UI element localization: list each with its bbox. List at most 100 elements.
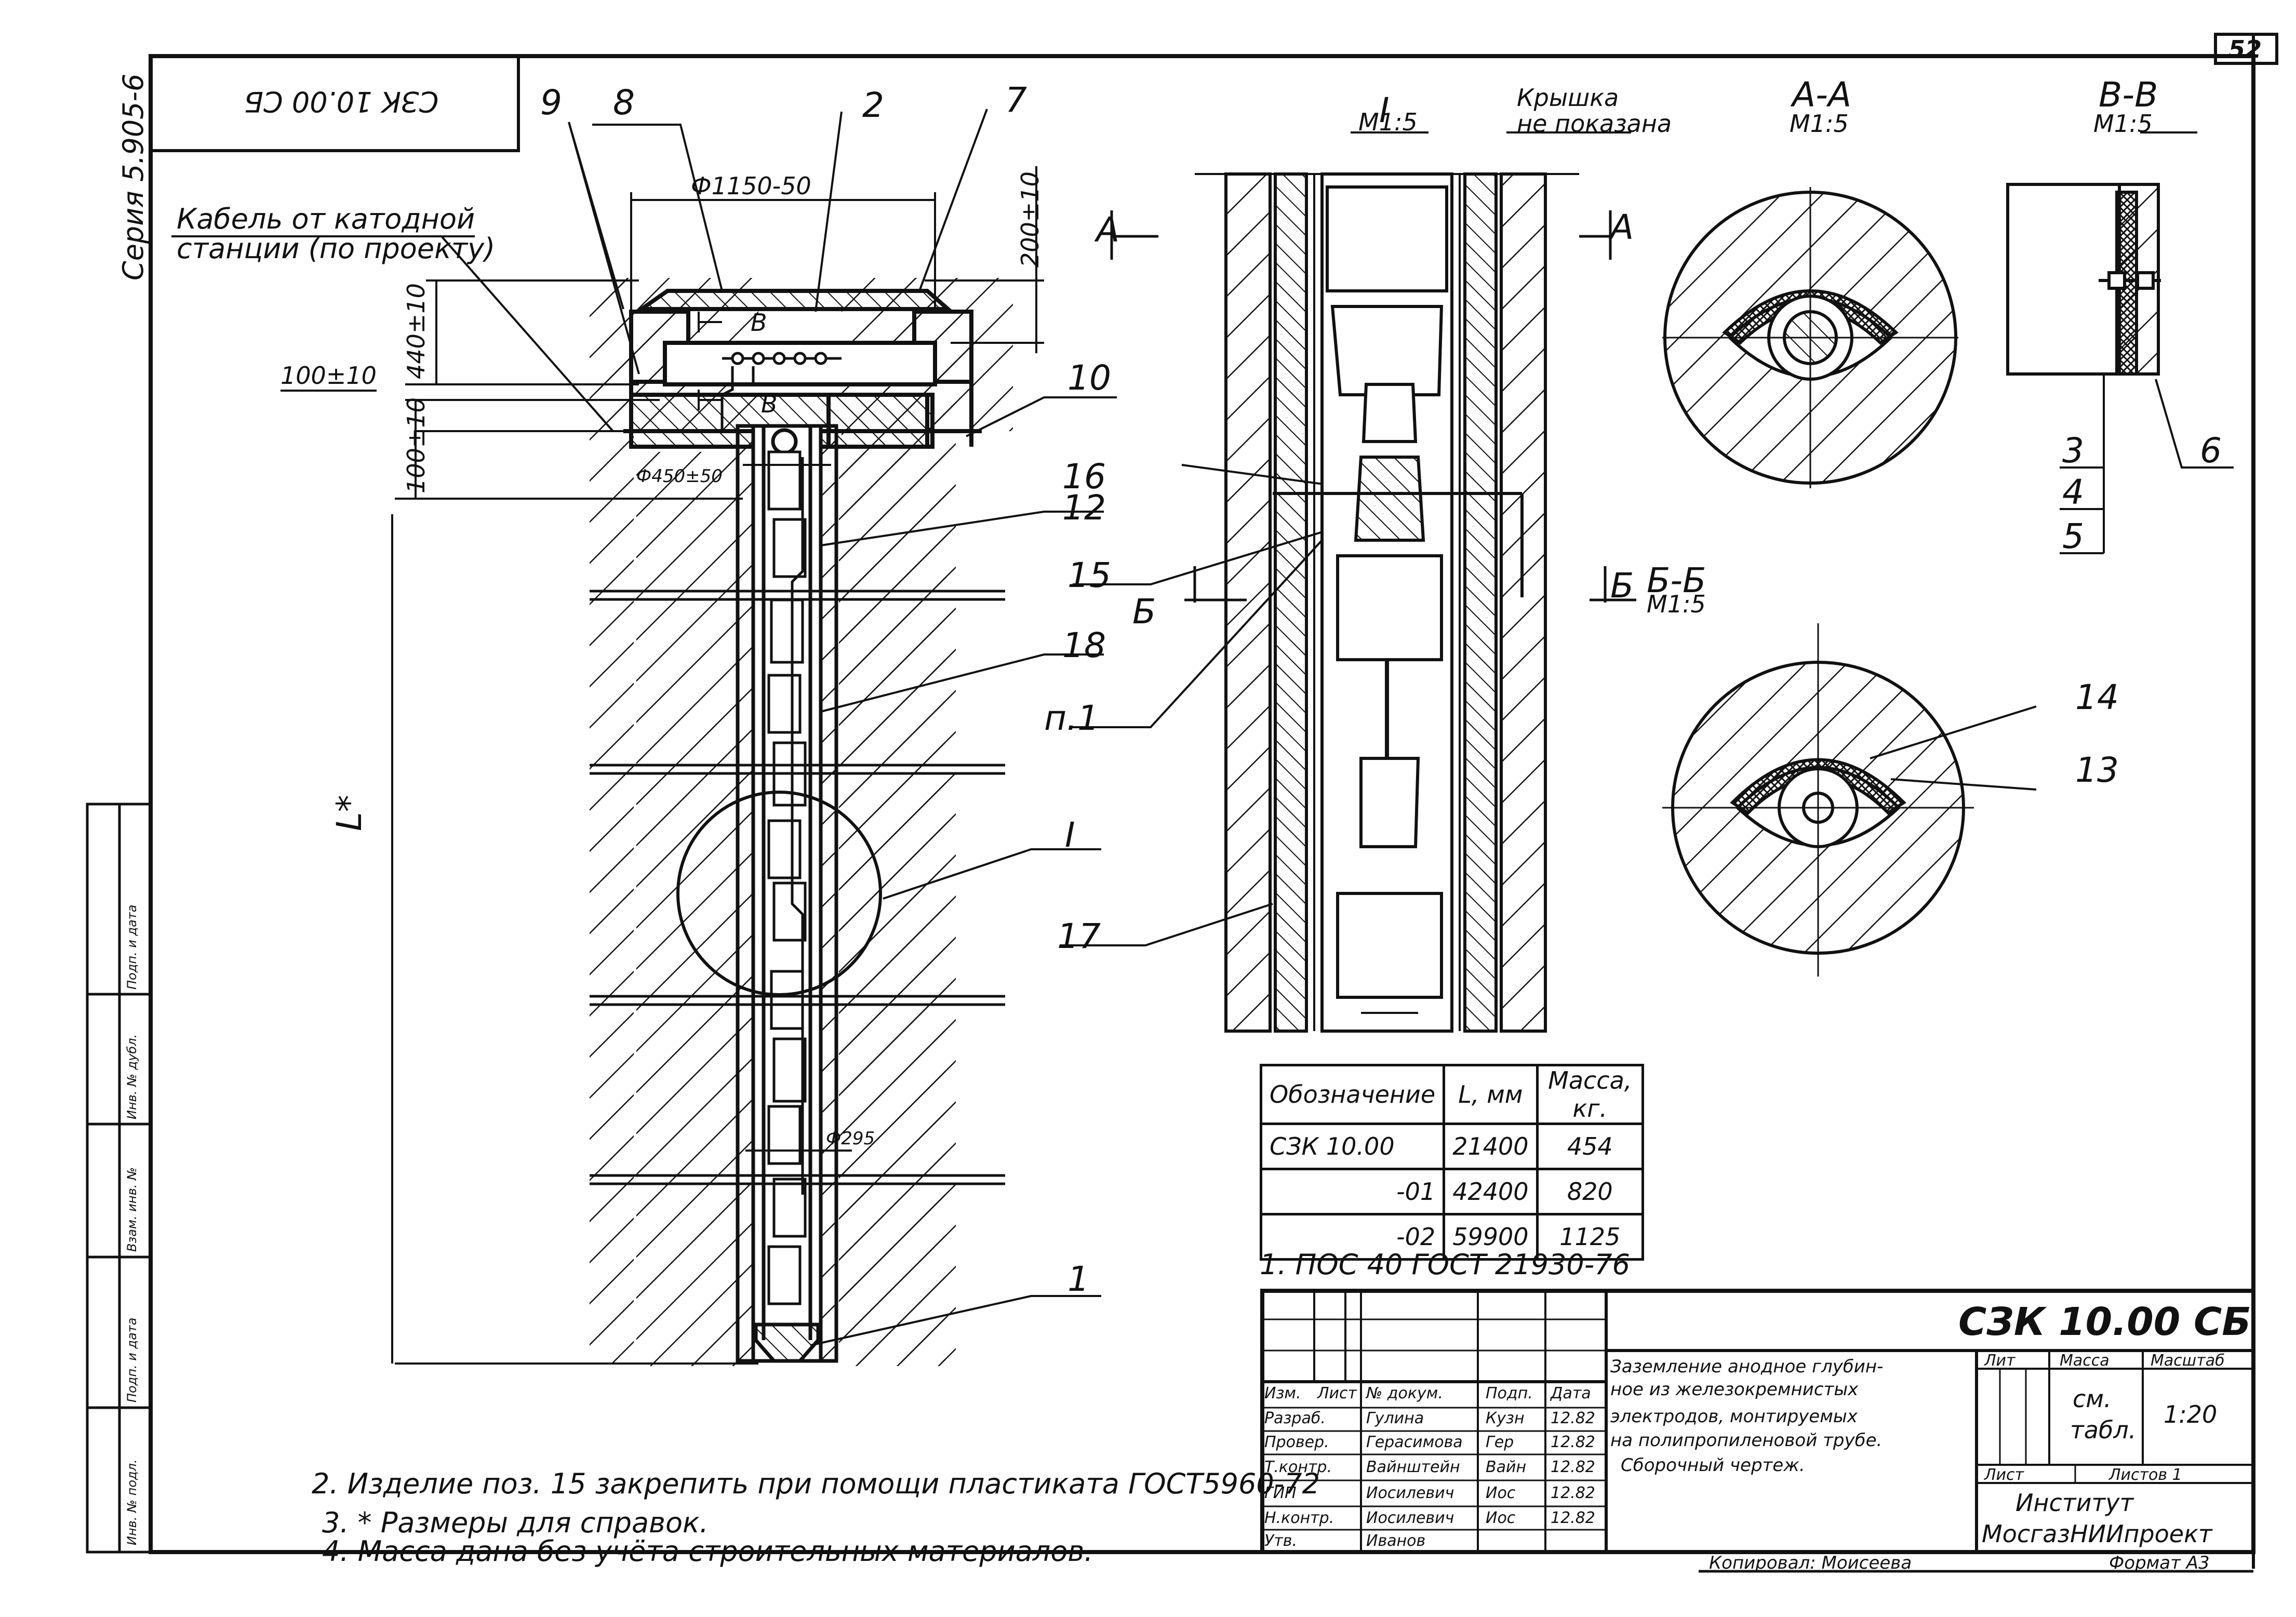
tb-sign: Иос — [1486, 1484, 1516, 1502]
tb-mass-value-1: см. — [2073, 1385, 2112, 1413]
note-1: 1. ПОС 40 ГОСТ 21930-76 — [1260, 1248, 1630, 1281]
section-mark-b-bottom: В — [761, 390, 778, 418]
table-row: -02 59900 1125 — [1259, 1213, 1645, 1261]
dim-diameter-450: Ф450±50 — [636, 466, 723, 487]
table-header: Обозначение — [1259, 1064, 1446, 1125]
table-cell: 820 — [1536, 1168, 1645, 1215]
dim-height-box: 440±10 — [402, 283, 430, 379]
tb-lit-label: Лит — [1984, 1352, 2015, 1370]
title-line-4: на полипропиленовой трубе. — [1610, 1430, 1883, 1451]
tb-sign: Кузн — [1486, 1409, 1525, 1427]
tb-name: Вайнштейн — [1366, 1458, 1460, 1476]
table-row: -01 42400 820 — [1259, 1168, 1645, 1215]
lid-note-line1: Крышка — [1517, 84, 1619, 112]
pos-10: 10 — [1067, 358, 1111, 398]
table-header: L, мм — [1443, 1064, 1539, 1125]
tb-name: Иванов — [1366, 1532, 1426, 1550]
tb-role: Т.контр. — [1264, 1458, 1332, 1476]
side-stamp-dubl: Инв. № дубл. — [125, 1034, 139, 1119]
title-line-2: ное из железокремнистых — [1610, 1379, 1859, 1400]
tb-name: Гулина — [1366, 1409, 1424, 1427]
note-2: 2. Изделие поз. 15 закрепить при помощи … — [312, 1467, 1320, 1500]
tb-sheet-label: Лист — [1984, 1466, 2024, 1484]
dim-cover: 100±10 — [281, 364, 377, 392]
table-cell: 1125 — [1536, 1213, 1645, 1261]
pos-detail-i: I — [1065, 815, 1075, 855]
detail-circle-i — [676, 791, 882, 996]
dim-length: L* — [329, 795, 369, 831]
pos-1: 1 — [1067, 1259, 1089, 1299]
tb-sign: Иос — [1486, 1509, 1516, 1527]
section-bb-drawing — [1662, 623, 2037, 977]
series-label: Серия 5.905-6 — [117, 73, 150, 280]
dim-outer-diameter: Ф1150-50 — [691, 172, 811, 200]
electrode-string — [767, 450, 807, 1305]
table-cell: -02 — [1259, 1213, 1446, 1261]
tb-date: 12.82 — [1551, 1409, 1595, 1427]
title-block-frame — [1260, 1289, 2255, 1573]
pos-3: 3 — [2062, 431, 2084, 471]
detail-view-i — [1110, 131, 1636, 1033]
note-3: 3. * Размеры для справок. — [322, 1506, 709, 1539]
pos-7: 7 — [1005, 80, 1027, 120]
cut-b-right: Б — [1610, 566, 1634, 606]
section-aa-scale: М1:5 — [1790, 110, 1849, 138]
section-vv-title: В-В — [2099, 75, 2158, 115]
pos-17: 17 — [1057, 916, 1101, 956]
cable-label-line1: Кабель от катодной — [177, 205, 475, 237]
tb-date: 12.82 — [1551, 1458, 1595, 1476]
side-stamp-vzam: Взам. инв. № — [125, 1167, 139, 1252]
tb-role: ГИП — [1264, 1484, 1297, 1502]
title-line-3: электродов, монтируемых — [1610, 1406, 1858, 1427]
side-stamp-column — [86, 803, 152, 1554]
pos-8: 8 — [613, 83, 635, 123]
pos-18: 18 — [1062, 625, 1106, 665]
section-mark-b-top: В — [751, 309, 767, 337]
pos-2: 2 — [862, 85, 884, 125]
section-vv-drawing — [2006, 131, 2234, 554]
lid-note-line2: не показана — [1517, 110, 1672, 138]
table-header: Масса, кг. — [1536, 1064, 1645, 1125]
tb-sign: Вайн — [1486, 1458, 1527, 1476]
section-aa-drawing — [1662, 187, 1958, 488]
pos-4: 4 — [2062, 472, 2084, 512]
tb-mass-value-2: табл. — [2070, 1416, 2137, 1444]
pos-5: 5 — [2062, 516, 2084, 556]
pos-15: 15 — [1067, 555, 1111, 595]
title-line-1: Заземление анодное глубин- — [1610, 1356, 1884, 1377]
tb-role: Разраб. — [1264, 1409, 1326, 1427]
tb-date: 12.82 — [1551, 1484, 1595, 1502]
tb-date: 12.82 — [1551, 1433, 1595, 1451]
main-dimensions — [391, 166, 1044, 1365]
tb-col-date: Дата — [1551, 1384, 1591, 1402]
cut-b-left: Б — [1132, 592, 1156, 632]
table-cell: 59900 — [1443, 1213, 1539, 1261]
detail-title: I — [1379, 90, 1390, 130]
well-box — [623, 289, 982, 449]
side-stamp-podp-data-2: Подп. и дата — [125, 904, 139, 990]
tb-role: Провер. — [1264, 1433, 1329, 1451]
tb-scale-value: 1:20 — [2164, 1400, 2218, 1428]
tb-name: Иосилевич — [1366, 1484, 1454, 1502]
pos-14: 14 — [2075, 677, 2119, 717]
section-aa-title: А-А — [1792, 75, 1852, 115]
detail-scale: М1:5 — [1358, 108, 1418, 136]
cable-label-line2: станции (по проекту) — [177, 232, 496, 265]
tb-col-list: Лист — [1317, 1384, 1357, 1402]
table-cell: 42400 — [1443, 1168, 1539, 1215]
pos-p1: п.1 — [1044, 698, 1100, 738]
pos-9: 9 — [540, 83, 562, 123]
tb-org-line1: Институт — [2015, 1489, 2134, 1517]
cut-a-right: А — [1610, 207, 1634, 247]
table-header-row: Обозначение L, мм Масса, кг. — [1259, 1064, 1645, 1125]
tb-name: Иосилевич — [1366, 1509, 1454, 1527]
tb-col-sign: Подп. — [1486, 1384, 1533, 1402]
tb-sheets-label: Листов 1 — [2109, 1466, 2182, 1484]
table-cell: -01 — [1259, 1168, 1446, 1215]
pos-12: 12 — [1062, 488, 1106, 528]
tb-org-line2: МосгазНИИпроект — [1982, 1520, 2212, 1548]
table-cell: 21400 — [1443, 1122, 1539, 1170]
side-stamp-podp-data-1: Подп. и дата — [125, 1317, 139, 1403]
note-4: 4. Масса дана без учёта строительных мат… — [322, 1535, 1093, 1568]
